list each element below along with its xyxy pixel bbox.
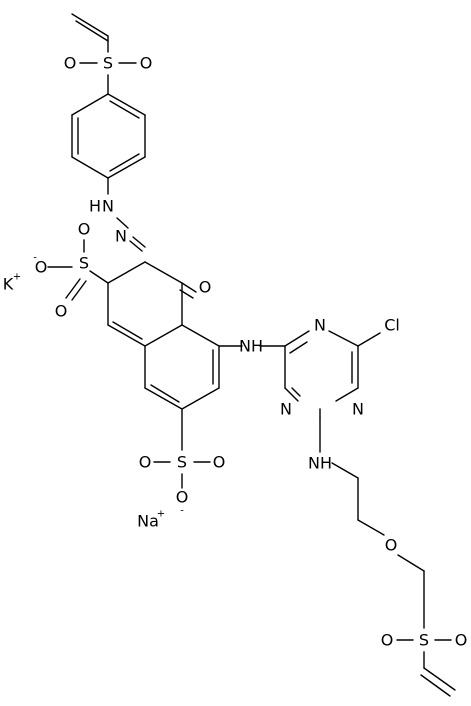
atom-label-S: S [419,631,429,650]
potassium-charge: + [13,272,21,283]
atom-label-NH: NH [308,454,332,473]
atom-label-O: O [64,54,77,73]
atom-label-O: O [385,536,398,555]
atom-label-O: O [55,302,68,321]
atom-label-S: S [79,254,89,273]
atom-label-S: S [177,453,187,472]
atom-label-N: N [352,400,364,419]
atom-label-O: O [140,54,153,73]
atom-label-O: O [139,453,152,472]
atom-label-N: N [280,400,292,419]
atom-label-O: O [78,220,91,239]
charge-minus: - [33,253,37,264]
atom-label-N: N [102,197,114,216]
charge-minus: - [180,506,184,517]
atom-label-N: N [115,227,127,246]
atom-label-O: O [35,258,48,277]
atom-label-O: O [455,631,468,650]
sodium-ion: Na [137,512,159,531]
atom-label-O: O [199,278,212,297]
atom-labels: S O O H N N O S O O - O S O O O - NH N N… [33,54,467,650]
bonds [47,13,456,697]
atom-label-O: O [176,488,189,507]
sodium-charge: + [157,509,165,520]
atom-label-N: N [314,316,326,335]
counter-ions: K + Na + [3,272,165,531]
atom-label-O: O [213,453,226,472]
atom-label-NH: NH [239,337,263,356]
atom-label-O: O [381,631,394,650]
atom-label-S: S [103,54,113,73]
atom-label-H: H [89,197,101,216]
potassium-ion: K [3,275,14,294]
atom-label-Cl: Cl [384,316,400,335]
